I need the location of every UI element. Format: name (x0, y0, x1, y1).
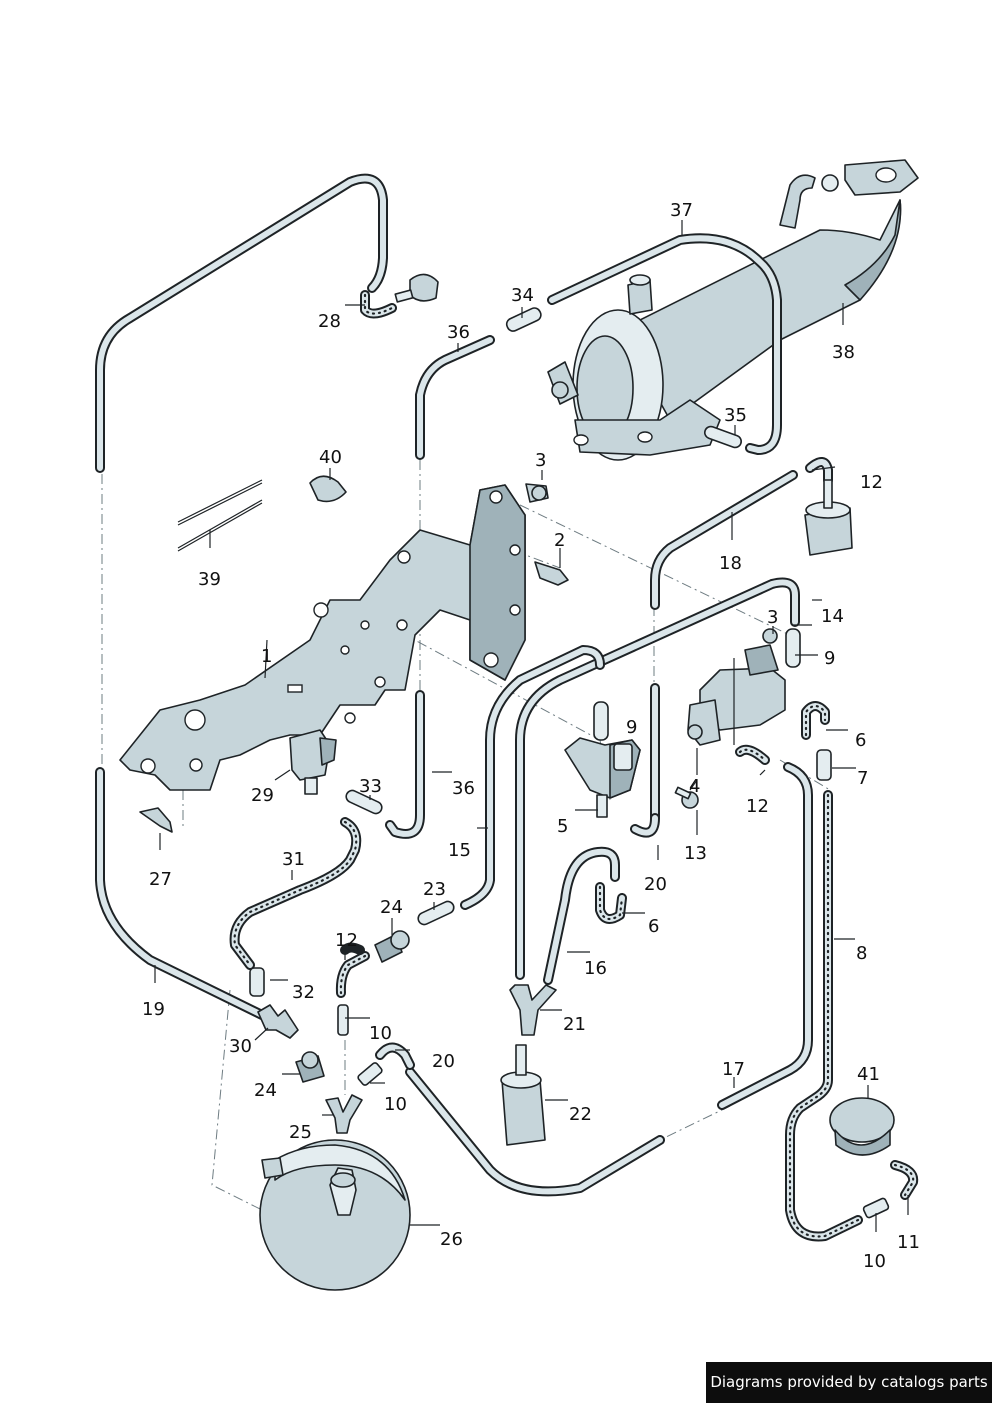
mounting-bracket (119, 484, 526, 791)
callout-5: 5 (557, 816, 568, 837)
leader-lines (154, 220, 909, 1232)
callout-25: 25 (289, 1122, 312, 1143)
callout-31: 31 (282, 849, 305, 870)
callout-34: 34 (511, 285, 534, 306)
callout-35: 35 (724, 405, 747, 426)
callout-33: 33 (359, 776, 382, 797)
credit-text: Diagrams provided by catalogs parts (710, 1373, 988, 1391)
callout-8: 8 (856, 943, 867, 964)
callout-21: 21 (563, 1014, 586, 1035)
filter-housing-assembly (547, 159, 919, 461)
callout-41: 41 (857, 1064, 880, 1085)
solenoid-valves (289, 644, 786, 818)
callout-10: 10 (384, 1094, 407, 1115)
vacuum-reservoir (259, 1139, 411, 1291)
callout-9: 9 (626, 717, 637, 738)
vacuum-units (394, 273, 895, 1156)
callout-13: 13 (684, 843, 707, 864)
callout-39: 39 (198, 569, 221, 590)
hardware (139, 475, 778, 833)
callout-22: 22 (569, 1104, 592, 1125)
callout-37: 37 (670, 200, 693, 221)
callout-12: 12 (335, 930, 358, 951)
callout-23: 23 (423, 879, 446, 900)
callout-32: 32 (292, 982, 315, 1003)
callout-29: 29 (251, 785, 274, 806)
callout-10: 10 (369, 1023, 392, 1044)
callout-15: 15 (448, 840, 471, 861)
callout-24: 24 (254, 1080, 277, 1101)
callout-6: 6 (648, 916, 659, 937)
callout-28: 28 (318, 311, 341, 332)
callout-1: 1 (261, 646, 272, 667)
hoses (95, 173, 813, 1197)
callout-12: 12 (746, 796, 769, 817)
callout-38: 38 (832, 342, 855, 363)
callout-2: 2 (554, 530, 565, 551)
credit-banner: Diagrams provided by catalogs parts (706, 1362, 992, 1403)
callout-7: 7 (857, 768, 868, 789)
callout-20: 20 (432, 1051, 455, 1072)
callout-40: 40 (319, 447, 342, 468)
dotted-hoses (229, 290, 919, 1242)
callout-27: 27 (149, 869, 172, 890)
callout-labels: 1 2 3 3 4 5 6 6 7 8 9 9 10 10 10 11 12 1… (142, 200, 920, 1272)
callout-36: 36 (452, 778, 475, 799)
callout-24: 24 (380, 897, 403, 918)
y-connectors (257, 984, 557, 1134)
callout-4: 4 (689, 776, 700, 797)
callout-6: 6 (855, 730, 866, 751)
callout-10: 10 (863, 1251, 886, 1272)
callout-14: 14 (821, 606, 844, 627)
callout-30: 30 (229, 1036, 252, 1057)
callout-9: 9 (824, 648, 835, 669)
callout-36: 36 (447, 322, 470, 343)
callout-16: 16 (584, 958, 607, 979)
callout-26: 26 (440, 1229, 463, 1250)
callout-17: 17 (722, 1059, 745, 1080)
callout-11: 11 (897, 1232, 920, 1253)
callout-18: 18 (719, 553, 742, 574)
callout-20: 20 (644, 874, 667, 895)
callout-3: 3 (767, 607, 778, 628)
callout-12: 12 (860, 472, 883, 493)
callout-3: 3 (535, 450, 546, 471)
callout-19: 19 (142, 999, 165, 1020)
hose-pieces (249, 307, 890, 1219)
check-valves (295, 930, 410, 1083)
